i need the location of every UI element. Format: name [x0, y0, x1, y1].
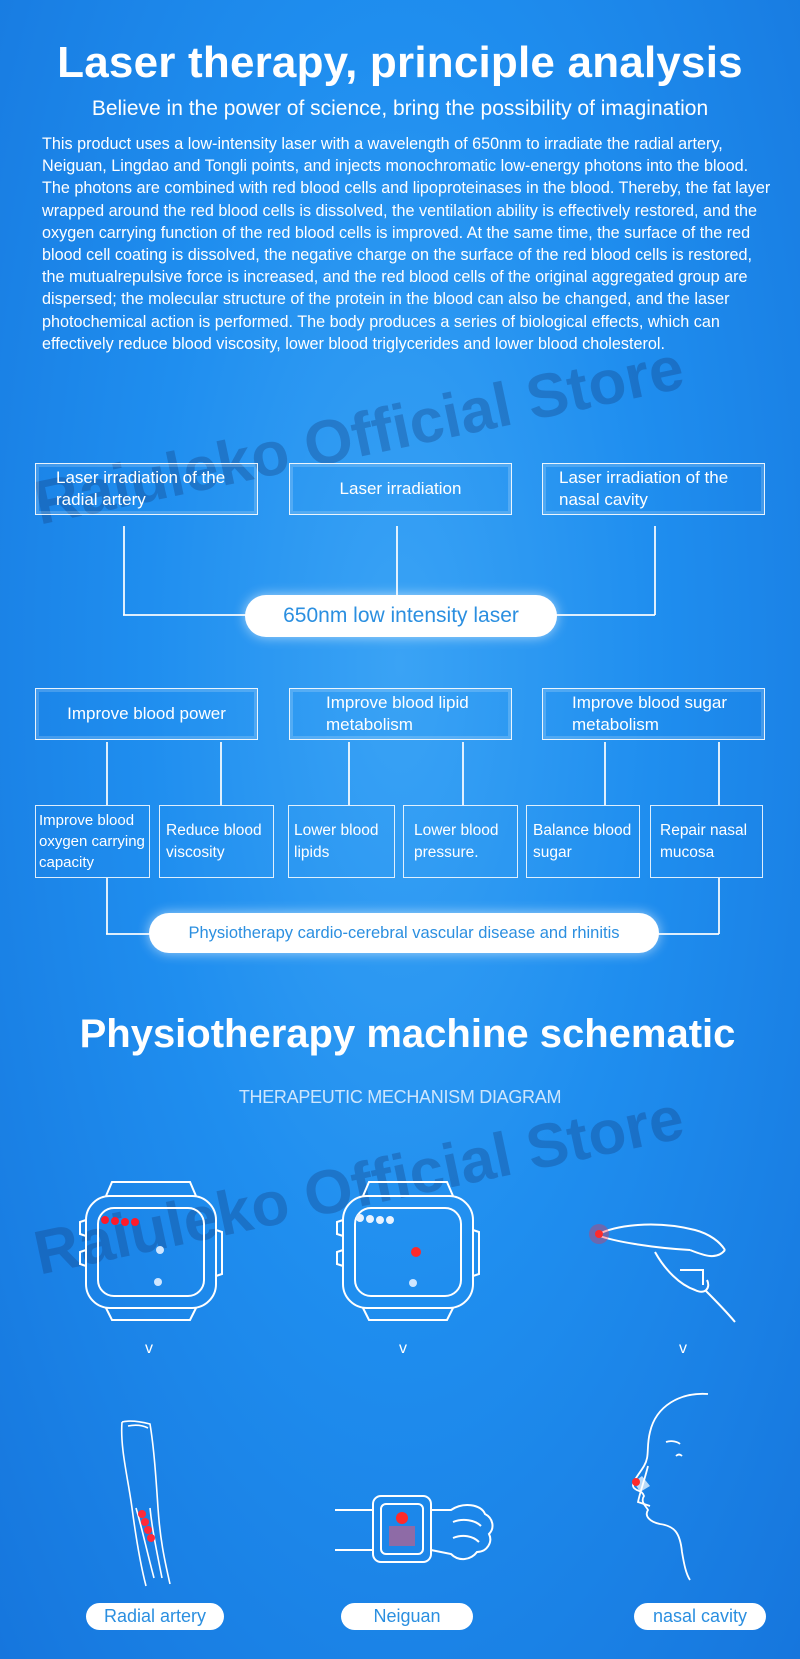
- down-arrow-icon: v: [145, 1340, 153, 1357]
- effect-box-nasal: Repair nasal mucosa: [650, 805, 763, 878]
- connector-line: [462, 742, 464, 805]
- connector-line: [555, 614, 655, 616]
- connector-line: [396, 526, 398, 596]
- schematic-title: Physiotherapy machine schematic: [79, 1012, 736, 1056]
- label-radial-artery: Radial artery: [86, 1603, 224, 1630]
- effect-box-sugar: Balance blood sugar: [526, 805, 640, 878]
- label-neiguan: Neiguan: [341, 1603, 473, 1630]
- arm-illustration: [120, 1420, 171, 1587]
- connector-line: [718, 878, 720, 934]
- flow-box-laser-irradiation: Laser irradiation: [289, 463, 512, 515]
- flow-box-blood-lipid: Improve blood lipid metabolism: [289, 688, 512, 740]
- connector-line: [123, 526, 125, 615]
- connector-line: [718, 742, 720, 805]
- device-radial-icon: [79, 1181, 223, 1321]
- connector-line: [654, 526, 656, 615]
- page-subtitle: Believe in the power of science, bring t…: [91, 97, 709, 120]
- laser-center-pill: 650nm low intensity laser: [245, 595, 557, 637]
- description-paragraph: This product uses a low-intensity laser …: [42, 135, 771, 353]
- label-nasal-cavity: nasal cavity: [634, 1603, 766, 1630]
- schematic-subtitle: THERAPEUTIC MECHANISM DIAGRAM: [238, 1087, 562, 1107]
- outcome-pill: Physiotherapy cardio-cerebral vascular d…: [149, 913, 659, 953]
- connector-line: [220, 742, 222, 805]
- connector-line: [657, 933, 719, 935]
- down-arrow-icon: v: [679, 1340, 687, 1357]
- device-neiguan-icon: [336, 1181, 480, 1321]
- effect-box-oxygen: Improve blood oxygen carrying capacity: [35, 805, 150, 878]
- effect-box-pressure: Lower blood pressure.: [403, 805, 518, 878]
- connector-line: [604, 742, 606, 805]
- down-arrow-icon: v: [399, 1340, 407, 1357]
- connector-line: [106, 933, 152, 935]
- page-title: Laser therapy, principle analysis: [57, 38, 743, 87]
- connector-line: [106, 742, 108, 805]
- face-illustration: [632, 1392, 709, 1581]
- connector-line: [106, 878, 108, 934]
- connector-line: [123, 614, 247, 616]
- flow-box-blood-sugar: Improve blood sugar metabolism: [542, 688, 765, 740]
- wrist-device-illustration: [335, 1495, 494, 1563]
- flow-box-radial-artery: Laser irradiation of the radial artery: [35, 463, 258, 515]
- effect-box-viscosity: Reduce blood viscosity: [159, 805, 274, 878]
- flow-box-blood-power: Improve blood power: [35, 688, 258, 740]
- flow-box-nasal-cavity: Laser irradiation of the nasal cavity: [542, 463, 765, 515]
- connector-line: [348, 742, 350, 805]
- nasal-laser-pen-icon: [589, 1223, 736, 1323]
- effect-box-lipids: Lower blood lipids: [288, 805, 395, 878]
